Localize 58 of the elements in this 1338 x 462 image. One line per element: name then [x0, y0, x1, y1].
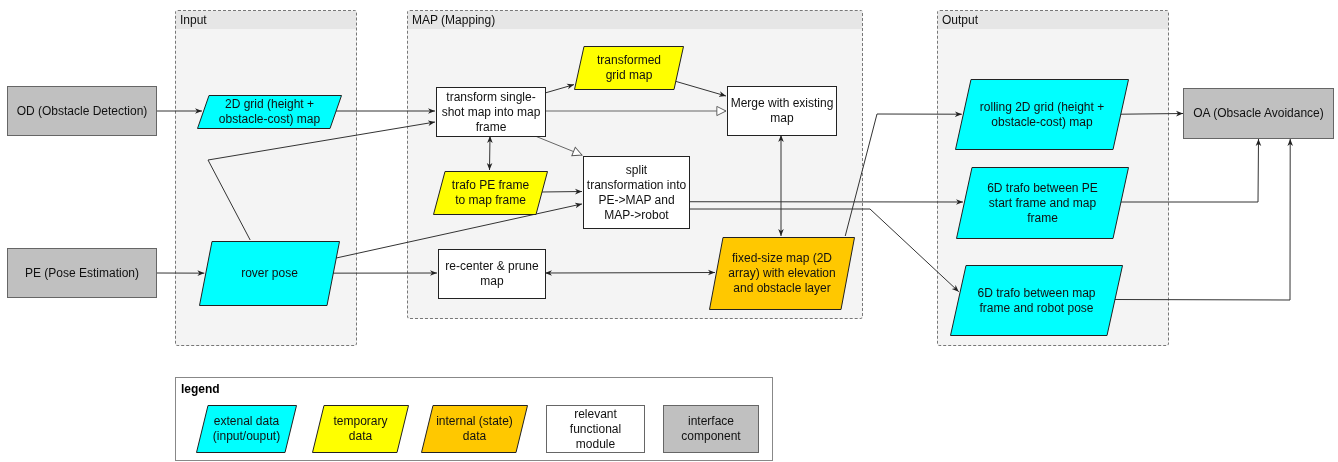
arrow [331, 270, 438, 276]
node-label: OA (Obsacle Avoidance) [1193, 106, 1324, 121]
arrow [544, 83, 575, 94]
legend-text: extenal data (input/ouput) [211, 414, 282, 444]
node-label: trafo PE frame to map frame [450, 178, 531, 208]
node-label: transformed grid map [596, 53, 662, 83]
data-parallelogram [199, 241, 340, 306]
node-label: Merge with existing map [730, 96, 834, 126]
node-label: rover pose [241, 266, 298, 281]
data-parallelogram [950, 265, 1123, 336]
group-title: Input [176, 11, 356, 29]
arrow [778, 134, 784, 237]
data-parallelogram [197, 95, 342, 129]
arrow [688, 199, 964, 205]
group-panel [937, 10, 1169, 346]
node-label: rolling 2D grid (height + obstacle-cost) map [978, 99, 1106, 130]
node-label: OD (Obstacle Detection) [16, 103, 148, 119]
arrow [207, 120, 436, 241]
node-label: 2D grid (height + obstacle-cost) map [217, 97, 322, 127]
legend-text: internal (state) data [436, 414, 513, 444]
legend-text: interface component [680, 414, 742, 444]
arrow [674, 80, 727, 97]
node-label: 6D trafo between PE start frame and map frame [986, 180, 1099, 226]
group-title: MAP (Mapping) [408, 11, 862, 29]
group-panel [175, 10, 357, 346]
node-label: 6D trafo between map frame and robot pose [976, 285, 1097, 316]
arrow [544, 269, 716, 276]
arrow [486, 135, 493, 171]
arrow [334, 202, 583, 259]
data-parallelogram [709, 237, 855, 310]
arrow [1119, 138, 1262, 203]
legend-title: legend [181, 382, 220, 396]
process-box [438, 249, 546, 299]
legend-text: relevant functional module [568, 406, 623, 452]
process-box [7, 86, 157, 136]
process-box [7, 248, 157, 298]
node-label: fixed-size map (2D array) with elevation and obstacle layer [727, 251, 837, 296]
data-parallelogram [574, 46, 684, 90]
node-label: re-center & prune map [444, 259, 540, 289]
data-parallelogram [433, 171, 548, 215]
node-label: PE (Pose Estimation) [24, 265, 139, 281]
arrow [1119, 110, 1184, 117]
group-title: Output [938, 11, 1168, 29]
data-parallelogram [955, 79, 1129, 150]
arrow [1113, 138, 1293, 301]
process-box [583, 156, 690, 229]
node-label: split transformation into PE->MAP and MAP->robot [586, 162, 687, 223]
legend-text: temporary data [332, 414, 389, 444]
process-box [1183, 88, 1334, 139]
node-label: transform single-shot map into map frame [440, 89, 542, 135]
arrow [844, 111, 963, 237]
arrow [544, 105, 727, 117]
arrow [688, 208, 960, 293]
arrow [156, 270, 205, 276]
group-panel [407, 10, 863, 319]
process-box [727, 86, 837, 136]
arrow [156, 108, 203, 114]
data-parallelogram [956, 167, 1129, 239]
